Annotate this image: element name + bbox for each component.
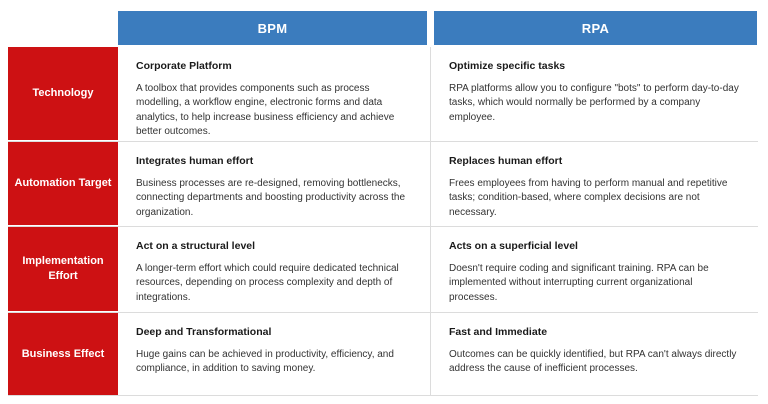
table-row: Technology Corporate Platform A toolbox … — [8, 47, 758, 142]
table-row: Automation Target Integrates human effor… — [8, 142, 758, 227]
cell-title: Deep and Transformational — [136, 326, 272, 338]
table-row: Implementation Effort Act on a structura… — [8, 227, 758, 313]
cell-title: Integrates human effort — [136, 155, 254, 167]
cell-title: Acts on a superficial level — [449, 240, 578, 252]
cell-bpm-business-effect: Deep and Transformational Huge gains can… — [118, 313, 430, 395]
cell-title: Corporate Platform — [136, 60, 232, 72]
row-label-business-effect: Business Effect — [8, 313, 118, 395]
cell-title: Act on a structural level — [136, 240, 256, 252]
cell-title: Fast and Immediate — [449, 326, 548, 338]
cell-rpa-business-effect: Fast and Immediate Outcomes can be quick… — [430, 313, 758, 395]
table-row: Business Effect Deep and Transformationa… — [8, 313, 758, 396]
cell-bpm-technology: Corporate Platform A toolbox that provid… — [118, 47, 430, 141]
table-header-row: BPM RPA — [0, 11, 768, 45]
cell-body: A toolbox that provides components such … — [136, 82, 395, 138]
cell-title: Optimize specific tasks — [449, 60, 566, 72]
cell-body: Outcomes can be quickly identified, but … — [449, 348, 737, 375]
table-body: Technology Corporate Platform A toolbox … — [8, 47, 758, 396]
cell-bpm-automation-target: Integrates human effort Business process… — [118, 142, 430, 226]
row-label-automation-target: Automation Target — [8, 142, 118, 226]
cell-body: Business processes are re-designed, remo… — [136, 177, 406, 218]
row-label-technology: Technology — [8, 47, 118, 141]
cell-rpa-automation-target: Replaces human effort Frees employees fr… — [430, 142, 758, 226]
column-header-rpa-label: RPA — [581, 20, 610, 36]
cell-body: Doesn't require coding and significant t… — [449, 262, 709, 303]
cell-body: A longer-term effort which could require… — [136, 262, 399, 303]
cell-body: Huge gains can be achieved in productivi… — [136, 348, 394, 375]
cell-rpa-technology: Optimize specific tasks RPA platforms al… — [430, 47, 758, 141]
cell-body: RPA platforms allow you to configure "bo… — [449, 82, 739, 123]
cell-body: Frees employees from having to perform m… — [449, 177, 728, 218]
cell-title: Replaces human effort — [449, 155, 563, 167]
cell-rpa-implementation-effort: Acts on a superficial level Doesn't requ… — [430, 227, 758, 312]
column-header-bpm-label: BPM — [257, 20, 288, 36]
column-header-rpa: RPA — [434, 11, 757, 45]
cell-bpm-implementation-effort: Act on a structural level A longer-term … — [118, 227, 430, 312]
row-label-implementation-effort: Implementation Effort — [8, 227, 118, 312]
column-header-bpm: BPM — [118, 11, 427, 45]
